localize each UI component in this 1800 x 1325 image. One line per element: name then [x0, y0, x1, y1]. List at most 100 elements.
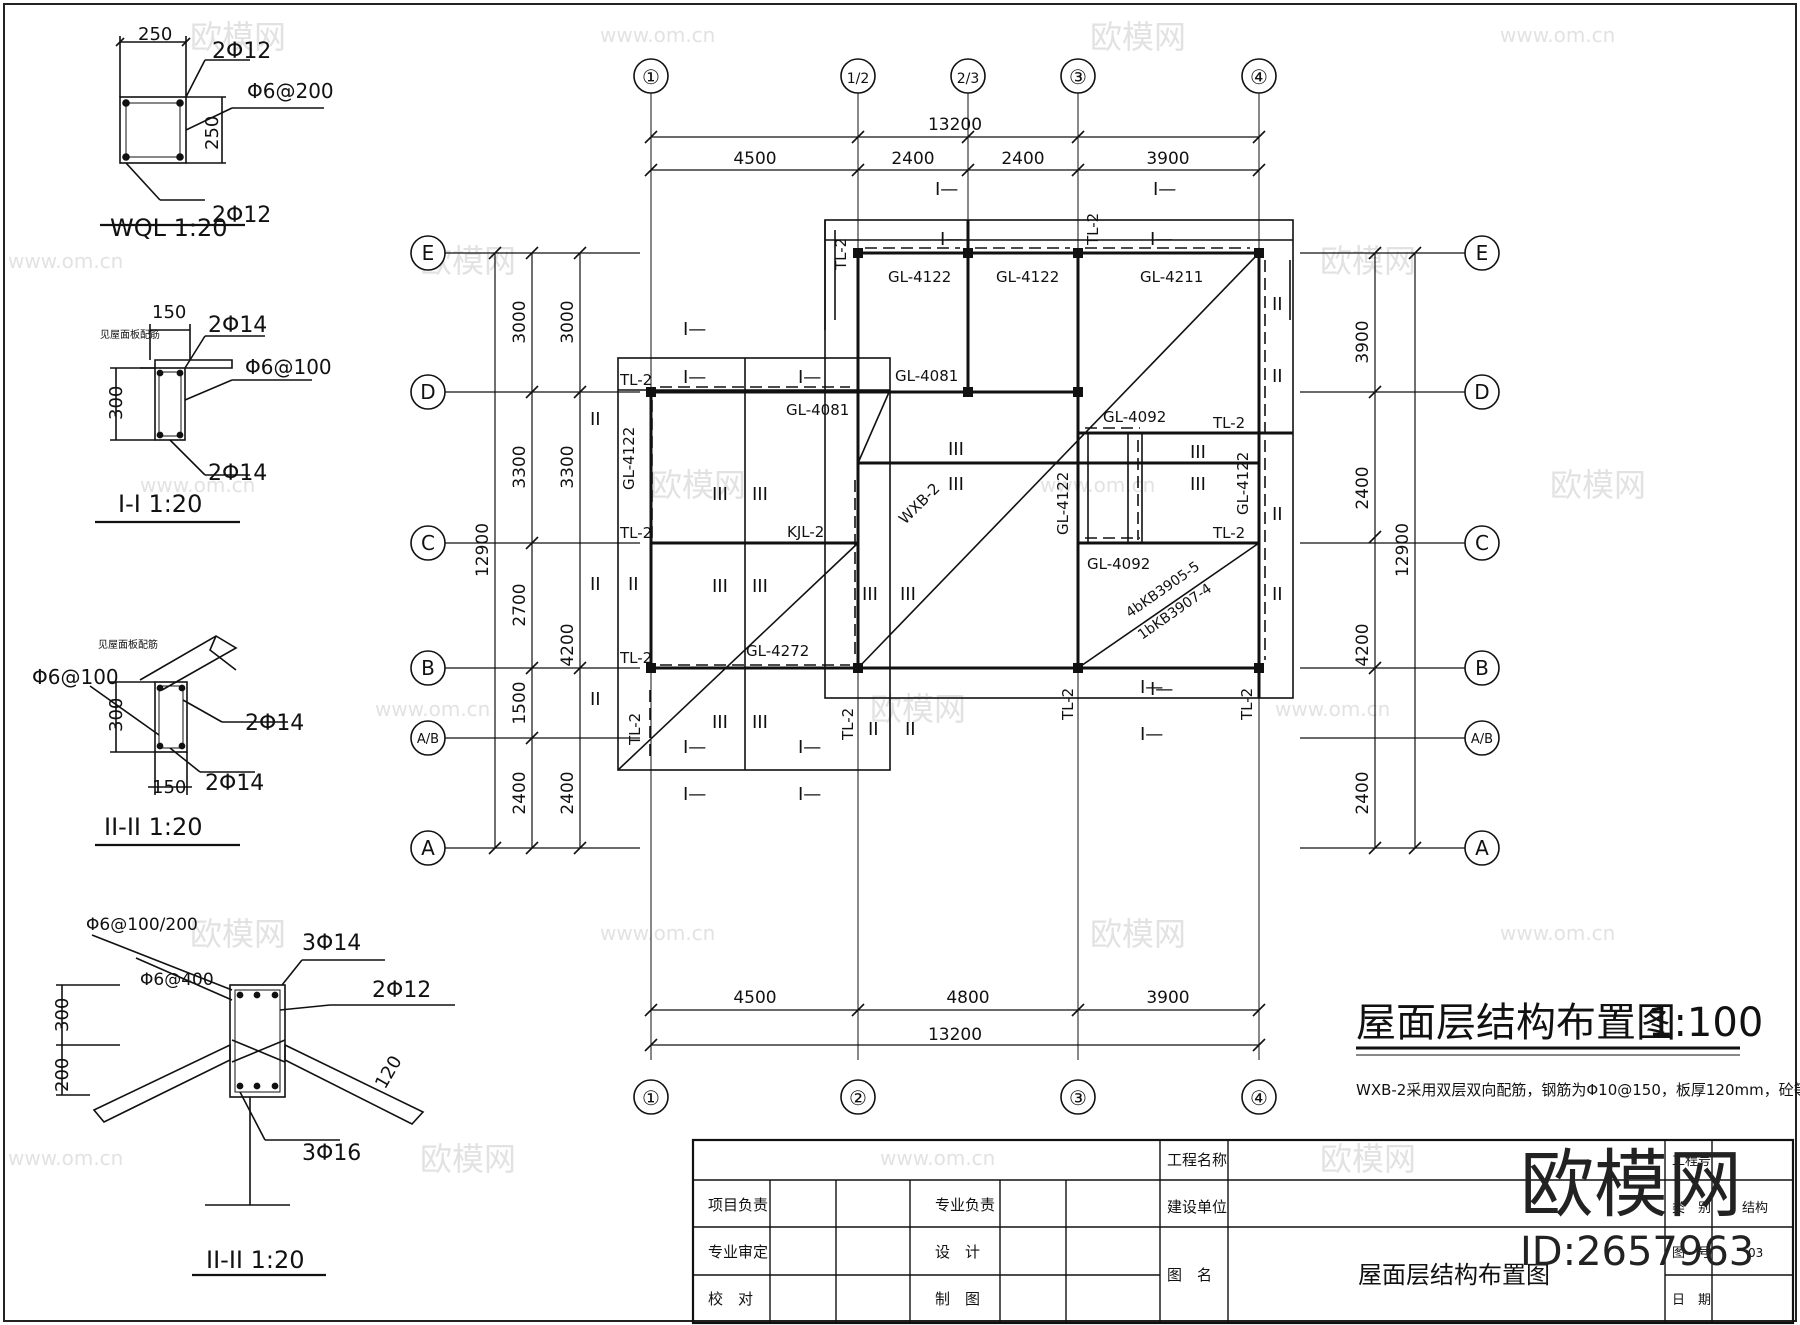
tb-project-name: 工程名称: [1167, 1151, 1227, 1169]
sec-ii-bar-2: 2Φ14: [205, 771, 264, 796]
axis-label-right: A: [1475, 836, 1489, 860]
watermark-site: www.om.cn: [600, 23, 715, 47]
watermark-site: www.om.cn: [880, 1146, 995, 1170]
label-gl-4081: GL-4081: [895, 367, 958, 385]
section-mark: I—: [683, 367, 706, 388]
drawing-title: 屋面层结构布置图: [1356, 1000, 1676, 1046]
sec-ii-note: 见屋面板配筋: [98, 638, 158, 651]
section-mark: I—: [683, 737, 706, 758]
dim-left-inner: 3300: [558, 445, 578, 488]
section-mark: I—: [1150, 229, 1173, 250]
ridge-stirrup-1: Φ6@100/200: [86, 915, 198, 935]
dim-left-outer: 1500: [510, 681, 530, 724]
dim-left-total: 12900: [473, 523, 493, 577]
label-gl-4272: GL-4272: [746, 642, 809, 660]
label-tl-2: TL-2: [1084, 213, 1102, 246]
ridge-title: II-II 1:20: [206, 1246, 305, 1274]
label-gl-4081: GL-4081: [786, 401, 849, 419]
axis-bubbles: [410, 58, 1500, 1115]
axis-label-bottom: ③: [1069, 1086, 1087, 1110]
tb-draw: 制 图: [935, 1290, 980, 1308]
axis-label-left: B: [421, 656, 435, 680]
tb-project-lead: 项目负责: [708, 1196, 768, 1214]
label-gl-4122: GL-4122: [996, 268, 1059, 286]
axis-label-left: D: [420, 380, 435, 404]
section-mark: I—: [798, 367, 821, 388]
ridge-bottom-bar: 3Φ16: [302, 1141, 361, 1166]
axis-label-right: A/B: [1471, 732, 1493, 747]
dim-left-inner: 4200: [558, 623, 578, 666]
brand-id: ID:2657963: [1520, 1229, 1754, 1275]
label-gl-4092: GL-4092: [1087, 555, 1150, 573]
label-gl-4092: GL-4092: [1103, 408, 1166, 426]
axis-label-right: D: [1474, 380, 1489, 404]
ridge-h1: 300: [52, 998, 73, 1032]
watermark-site: www.om.cn: [140, 473, 255, 497]
dim-top-segment: 3900: [1146, 149, 1189, 169]
sec-i-bottom-bar: 2Φ14: [208, 461, 267, 486]
axis-label-left: A: [421, 836, 435, 860]
watermark-site-layer: www.om.cn www.om.cn www.om.cn www.om.cn …: [8, 23, 1615, 1170]
watermark-site: www.om.cn: [1500, 921, 1615, 945]
label-tl-2: TL-2: [839, 708, 857, 741]
dim-top-segment: 2400: [891, 149, 934, 169]
section-mark: I—: [1140, 677, 1163, 698]
axis-label-top: ①: [642, 65, 660, 89]
section-mark: II: [590, 689, 601, 710]
section-mark: III: [752, 576, 768, 597]
brand-logo-text: 欧模网: [1520, 1142, 1742, 1228]
sec-i-height-dim: 300: [106, 386, 127, 420]
dim-bottom-segment: 4500: [733, 988, 776, 1008]
section-mark: I—: [1153, 179, 1176, 200]
dim-top-segment: 2400: [1001, 149, 1044, 169]
drawing-scale: 1:100: [1648, 1000, 1763, 1046]
axis-label-left: E: [422, 241, 435, 265]
ridge-h2: 200: [52, 1058, 73, 1092]
section-mark: II: [1272, 294, 1283, 315]
tb-client: 建设单位: [1167, 1198, 1227, 1216]
ridge-stirrup-2: Φ6@400: [140, 970, 214, 990]
wql-width-dim: 250: [138, 24, 172, 45]
section-mark: III: [712, 576, 728, 597]
axis-label-top: ④: [1250, 65, 1268, 89]
ridge-top-bar: 3Φ14: [302, 931, 361, 956]
tb-category-label: 类 别: [1672, 1201, 1711, 1216]
label-tl-2: TL-2: [619, 371, 652, 389]
axis-label-top: 2/3: [957, 71, 980, 87]
dim-left-outer: 2400: [510, 771, 530, 814]
tb-design: 设 计: [935, 1243, 980, 1261]
watermark-site: www.om.cn: [1275, 697, 1390, 721]
section-mark: I—: [683, 784, 706, 805]
watermark-brand: 欧模网: [870, 690, 966, 728]
tb-category: 结构: [1742, 1201, 1768, 1216]
section-mark: III: [1190, 474, 1206, 495]
dim-bottom-segment: 4800: [946, 988, 989, 1008]
sec-i-top-bar: 2Φ14: [208, 313, 267, 338]
axis-label-bottom: ②: [849, 1086, 867, 1110]
dim-left-outer: 3000: [510, 300, 530, 343]
label-gl-4122-vertical: GL-4122: [620, 427, 638, 490]
section-mark: II: [628, 574, 639, 595]
sec-ii-stirrup: Φ6@100: [32, 665, 119, 689]
detail-section-ii-ridge: [56, 934, 455, 1277]
wql-height-dim: 250: [202, 116, 223, 150]
section-mark: III: [862, 584, 878, 605]
wql-bottom-bar: 2Φ12: [212, 203, 271, 228]
section-mark: III: [1190, 442, 1206, 463]
label-tl-2: TL-2: [619, 649, 652, 667]
drawing-note: WXB-2采用双层双向配筋，钢筋为Φ10@150，板厚120mm，砼等级为C25: [1356, 1081, 1800, 1099]
sec-i-note: 见屋面板配筋: [100, 328, 160, 341]
axis-label-bottom: ④: [1250, 1086, 1268, 1110]
detail-section-ii: [89, 635, 288, 847]
watermark-site: www.om.cn: [1500, 23, 1615, 47]
dim-right-segment: 2400: [1353, 466, 1373, 509]
sec-ii-height-dim: 300: [106, 698, 127, 732]
label-gl-4122: GL-4122: [888, 268, 951, 286]
label-tl-2: TL-2: [626, 713, 644, 746]
sec-i-width-dim: 150: [152, 302, 186, 323]
watermark-brand: 欧模网: [1320, 1140, 1416, 1178]
dim-left-outer: 3300: [510, 445, 530, 488]
watermark-brand: 欧模网: [1090, 915, 1186, 953]
axis-label-right: C: [1475, 531, 1489, 555]
